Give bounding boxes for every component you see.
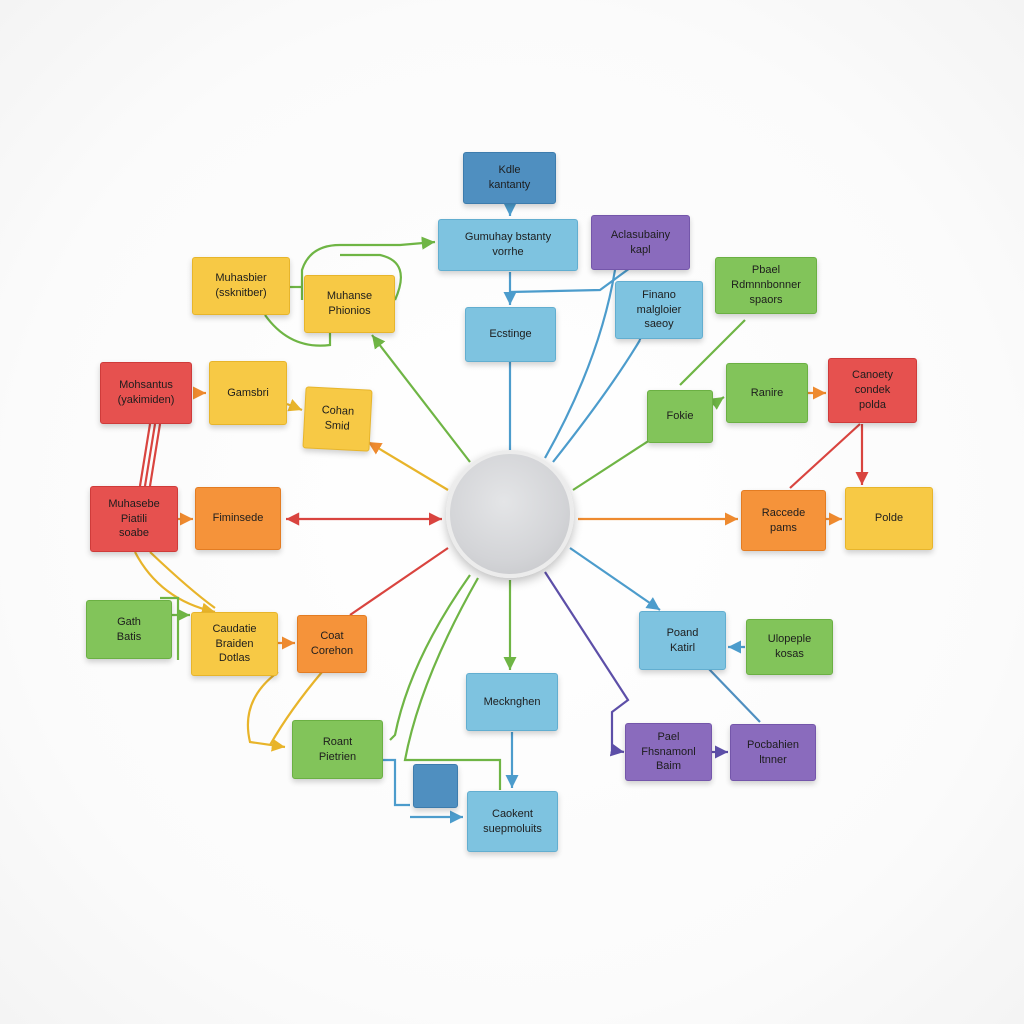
- central-hub-circle[interactable]: [446, 450, 574, 578]
- node-muhasebe[interactable]: Muhasebe Piatili soabe: [90, 486, 178, 552]
- node-aclasubainy[interactable]: Aclasubainy kapl: [591, 215, 690, 270]
- edge-muhanse-loop: [340, 253, 402, 301]
- node-kdle[interactable]: Kdle kantanty: [463, 152, 556, 204]
- edge-coat-roant: [269, 671, 323, 746]
- edge-muhasebe-caudatie-2: [149, 551, 216, 609]
- edge-canoety-raccede: [789, 423, 861, 489]
- node-gath[interactable]: Gath Batis: [86, 600, 172, 659]
- node-caudatie[interactable]: Caudatie Braiden Dotlas: [191, 612, 278, 676]
- edge-poand-pocbahien: [707, 667, 761, 723]
- node-gumuhay[interactable]: Gumuhay bstanty vorrhe: [438, 219, 578, 271]
- edge-gamsbri-cohan: [286, 398, 303, 412]
- edge-hub-caokent: [403, 577, 502, 790]
- node-pocbahien[interactable]: Pocbahien ltnner: [730, 724, 816, 781]
- edge-hub-cohan: [367, 441, 449, 491]
- node-pbael[interactable]: Pbael Rdmnnbonner spaors: [715, 257, 817, 314]
- edge-fokie-ranire: [709, 396, 725, 410]
- edge-roant-square: [383, 758, 410, 807]
- edge-caudatie-roant: [246, 671, 286, 752]
- edge-muhasbier-loop: [264, 314, 332, 347]
- edge-muhasebe-caudatie: [134, 551, 216, 616]
- node-gamsbri[interactable]: Gamsbri: [209, 361, 287, 425]
- node-polde[interactable]: Polde: [845, 487, 933, 550]
- edge-hub-coat: [349, 547, 449, 616]
- edge-fokie-pbael: [679, 319, 746, 386]
- node-coat[interactable]: Coat Corehon: [297, 615, 367, 673]
- edge-gumuhay-purple: [509, 267, 631, 294]
- node-cohan[interactable]: Cohan Smid: [302, 386, 373, 452]
- node-raccede[interactable]: Raccede pams: [741, 490, 826, 551]
- edge-hub-muhanse: [371, 334, 471, 463]
- edge-gath-loop: [160, 596, 180, 660]
- node-poand[interactable]: Poand Katirl: [639, 611, 726, 670]
- node-ecstinge[interactable]: Ecstinge: [465, 307, 556, 362]
- node-muhasbier[interactable]: Muhasbier (ssknitber): [192, 257, 290, 315]
- node-finano[interactable]: Finano malgloier saeoy: [615, 281, 703, 339]
- edge-hub-fokie: [572, 439, 651, 491]
- node-ranire[interactable]: Ranire: [726, 363, 808, 423]
- node-pael[interactable]: Pael Fhsnamonl Baim: [625, 723, 712, 781]
- node-mohsantus[interactable]: Mohsantus (yakimiden): [100, 362, 192, 424]
- edge-hub-roant: [389, 574, 471, 741]
- edge-mohsantus-muhasebe-1: [138, 423, 152, 487]
- node-caokent[interactable]: Caokent suepmoluits: [467, 791, 558, 852]
- edge-hub-finano: [552, 339, 641, 463]
- node-canoety[interactable]: Canoety condek polda: [828, 358, 917, 423]
- node-fiminsede[interactable]: Fiminsede: [195, 487, 281, 550]
- node-mecknghen[interactable]: Mecknghen: [466, 673, 558, 731]
- edge-mohsantus-muhasebe-3: [148, 423, 162, 487]
- edge-muhanse-gumuhay: [300, 236, 436, 300]
- node-fokie[interactable]: Fokie: [647, 390, 713, 443]
- edge-mohsantus-muhasebe-2: [143, 423, 157, 487]
- node-roant[interactable]: Roant Pietrien: [292, 720, 383, 779]
- edge-hub-pael: [544, 571, 630, 757]
- edge-hub-poand: [569, 547, 661, 611]
- node-muhanse[interactable]: Muhanse Phionios: [304, 275, 395, 333]
- node-blank-square[interactable]: [413, 764, 458, 808]
- edge-hub-purple: [544, 269, 617, 459]
- node-ulopeple[interactable]: Ulopeple kosas: [746, 619, 833, 675]
